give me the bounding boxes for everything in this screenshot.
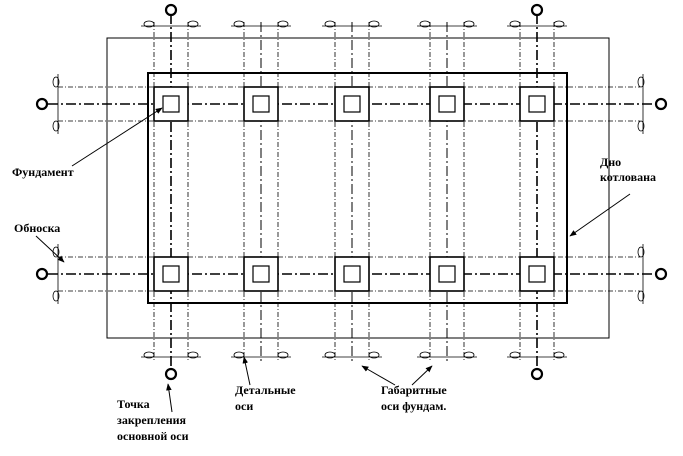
detail-axes-label-2: оси — [235, 399, 254, 413]
batter-board-mark — [553, 351, 565, 359]
axis-fixing-point — [654, 267, 668, 281]
pit-bottom-label-1: Дно — [600, 155, 622, 169]
batter-board-mark — [52, 120, 60, 132]
batter-board-mark — [463, 20, 475, 28]
detail-axes-label-1: Детальные — [235, 383, 296, 397]
axis-mark-circles — [35, 3, 668, 381]
axis-fixing-point — [35, 267, 49, 281]
batter-board-mark — [277, 20, 289, 28]
point-label-2: закрепления — [117, 413, 187, 427]
axis-fixing-point — [164, 3, 178, 17]
foundation-inner — [528, 95, 546, 113]
detail-axes-leader — [242, 356, 251, 386]
batter-board-mark — [637, 290, 645, 302]
overall-axes-leader-2 — [411, 365, 433, 386]
batter-board-mark — [368, 351, 380, 359]
point-label-1: Точка — [117, 397, 150, 411]
overall-axes-label-1: Габаритные — [381, 383, 447, 397]
batter-board-mark — [324, 20, 336, 28]
axis-fixing-point — [530, 3, 544, 17]
batter-board-mark — [509, 20, 521, 28]
overall-axes-label-2: оси фундам. — [381, 399, 447, 413]
axis-lines — [48, 14, 652, 372]
foundation-inner — [162, 265, 180, 283]
batter-board-mark — [419, 20, 431, 28]
foundation-inner — [438, 265, 456, 283]
axis-fixing-point — [35, 97, 49, 111]
pit-bottom-leader — [569, 193, 631, 237]
foundations — [153, 86, 555, 292]
foundation-inner — [438, 95, 456, 113]
foundation-inner — [343, 265, 361, 283]
point-leader — [166, 383, 173, 413]
point-label-3: основной оси — [117, 429, 189, 443]
foundation-inner — [162, 95, 180, 113]
batter-board-mark — [143, 351, 155, 359]
batter-board-mark — [324, 351, 336, 359]
batter-board-label: Обноска — [14, 221, 61, 235]
foundation-inner — [528, 265, 546, 283]
batter-board-mark — [143, 20, 155, 28]
batter-board-mark — [277, 351, 289, 359]
batter-board-mark — [52, 76, 60, 88]
batter-board-mark — [637, 120, 645, 132]
batter-board-mark — [368, 20, 380, 28]
foundation-inner — [343, 95, 361, 113]
batter-board-mark — [553, 20, 565, 28]
axis-fixing-point — [654, 97, 668, 111]
batter-board-mark — [233, 351, 245, 359]
pit-bottom-outline — [147, 72, 568, 304]
foundation-label: Фундамент — [12, 165, 74, 179]
axis-fixing-point — [164, 367, 178, 381]
batter-board-mark — [637, 246, 645, 258]
overall-axes-leader-1 — [361, 365, 396, 386]
batter-board-mark — [187, 20, 199, 28]
batter-board-outline — [106, 37, 610, 339]
axis-fixing-point — [530, 367, 544, 381]
batter-board-mark — [52, 290, 60, 302]
batter-board-mark — [187, 351, 199, 359]
batter-board-mark — [637, 76, 645, 88]
pit-bottom-label-2: котлована — [600, 170, 657, 184]
foundation-inner — [252, 265, 270, 283]
batter-board-mark — [509, 351, 521, 359]
batter-board-mark — [233, 20, 245, 28]
foundation-inner — [252, 95, 270, 113]
batter-board-mark — [419, 351, 431, 359]
batter-board-mark — [463, 351, 475, 359]
foundation-leader — [71, 107, 163, 167]
foundation-outer — [334, 256, 370, 292]
batter-board-leader — [35, 235, 65, 263]
